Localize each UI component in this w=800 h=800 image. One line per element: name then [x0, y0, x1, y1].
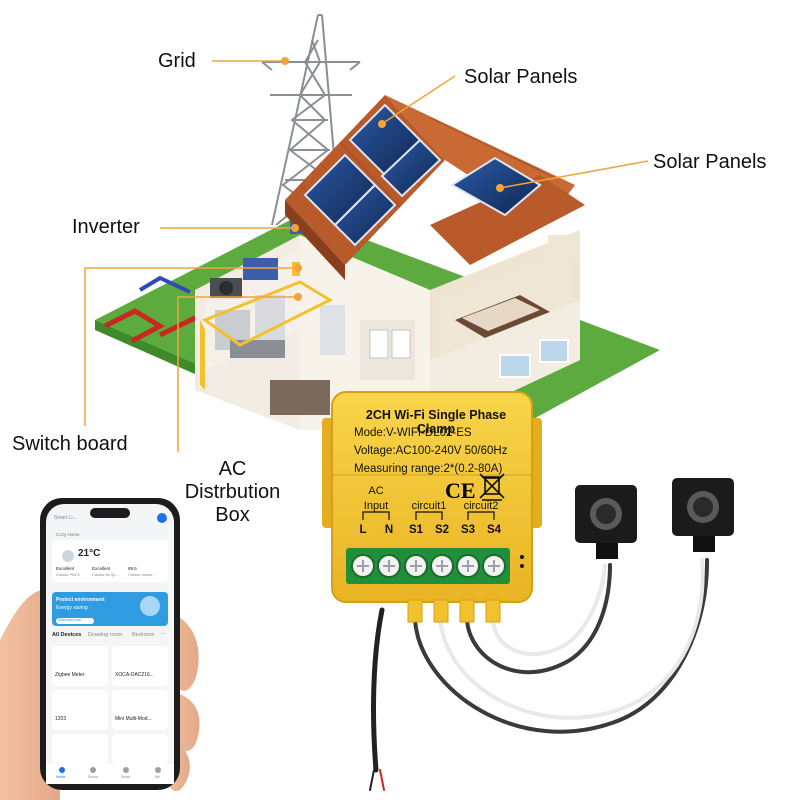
phone-banner-subtitle: Energy saving [56, 605, 88, 611]
terminal-s3: S3 [460, 524, 476, 536]
terminal-l: L [359, 524, 367, 536]
phone-temperature: 21°C [78, 548, 101, 559]
phone-weather-sub-3: Outdoor humidi... [128, 573, 155, 577]
callout-lines [84, 60, 649, 452]
phone-device-4[interactable]: Mini Multi-Mod... [115, 716, 152, 722]
phone-weather-sub-2: Outdoor Air Qu... [92, 573, 119, 577]
phone-banner-button[interactable]: Subscribe now [58, 618, 81, 622]
wires [369, 558, 710, 791]
device-range: Measuring range:2*(0.2-80A) [354, 463, 503, 475]
callout-inverter: Inverter [72, 216, 140, 238]
phone-tab-more[interactable]: ... [160, 630, 166, 636]
phone-nav-home[interactable]: Home [56, 775, 66, 779]
callout-acdb-line2: Distrbution [184, 481, 281, 503]
terminal-s2: S2 [434, 524, 450, 536]
phone-device-3[interactable]: 1203 [55, 716, 67, 722]
callout-dots [281, 57, 504, 301]
circuit1-label: circuit1 [411, 500, 447, 512]
house [195, 218, 580, 430]
callout-acdb-line3: Box [215, 504, 250, 526]
ct-clamp-2 [672, 478, 734, 552]
callout-switch-board: Switch board [12, 433, 128, 455]
ct-clamp-1 [575, 485, 637, 559]
callout-acdb-line1: AC [218, 458, 247, 480]
solar-panels-right [450, 156, 542, 217]
device-voltage: Voltage:AC100-240V 50/60Hz [354, 445, 508, 457]
weee-bin-icon [479, 473, 505, 501]
phone-weather-2: Excellent [92, 566, 111, 571]
phone-nav-smart[interactable]: Smart [121, 775, 131, 779]
callout-solar-panels-top: Solar Panels [464, 66, 578, 88]
phone-tab-drawing-room[interactable]: Drawing room [88, 632, 123, 638]
phone-nav-scene[interactable]: Scene [88, 775, 98, 779]
callout-solar-panels-right: Solar Panels [653, 151, 767, 173]
terminal-n: N [384, 524, 394, 536]
device-title: 2CH Wi-Fi Single Phase Clamp [365, 408, 507, 436]
phone-weather-1: Excellent [56, 566, 75, 571]
phone-home-label: Cozy Home [56, 532, 80, 537]
solar-panels-left [303, 103, 442, 247]
phone-device-2[interactable]: XOCA-DAC216... [115, 672, 154, 678]
device-model: Mode:V-WIFI-DL02-ES [354, 427, 472, 439]
phone-weather-sub-1: Outdoor PM2.5 [56, 573, 80, 577]
phone-frame [40, 498, 180, 790]
ac-input-label-line1: AC [368, 485, 384, 497]
callout-grid: Grid [158, 50, 196, 72]
ce-mark: CE [445, 478, 476, 503]
circuit2-label: circuit2 [463, 500, 499, 512]
terminal-s4: S4 [486, 524, 502, 536]
phone-device-1[interactable]: Zigbee Meter [55, 672, 85, 678]
ac-input-label-line2: Input [363, 500, 389, 512]
phone-header: Smart Li... [54, 515, 77, 521]
phone-weather-3: 89.5 [128, 566, 137, 571]
phone-tab-bedroom[interactable]: Bedroom [132, 632, 155, 638]
phone-nav-me[interactable]: Me [155, 775, 160, 779]
phone-tab-all-devices[interactable]: All Devices [52, 632, 82, 638]
phone-banner-title: Protect environment [56, 597, 105, 603]
terminal-s1: S1 [408, 524, 424, 536]
clamp-device [322, 391, 542, 623]
callout-ac-distribution-box: AC Distrbution Box [170, 458, 295, 527]
